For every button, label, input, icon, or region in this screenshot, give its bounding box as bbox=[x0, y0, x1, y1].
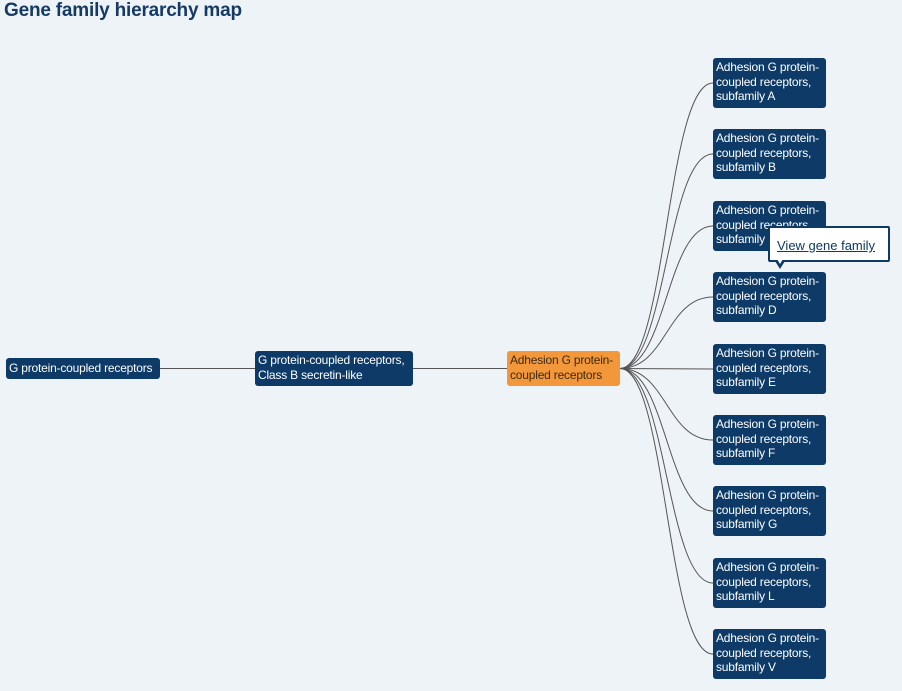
edge-selected-subfamily bbox=[619, 225, 714, 369]
node-selected-label: Adhesion G protein-coupled receptors bbox=[510, 353, 613, 382]
edge-selected-subfamily bbox=[619, 153, 714, 369]
page-title: Gene family hierarchy map bbox=[4, 0, 242, 21]
node-subfamily[interactable]: Adhesion G protein-coupled receptors, su… bbox=[713, 272, 826, 322]
view-gene-family-tooltip: View gene family bbox=[768, 226, 890, 262]
node-subfamily[interactable]: Adhesion G protein-coupled receptors, su… bbox=[713, 129, 826, 179]
node-subfamily[interactable]: Adhesion G protein-coupled receptors, su… bbox=[713, 415, 826, 465]
node-subfamily-label: Adhesion G protein-coupled receptors, su… bbox=[716, 488, 819, 531]
tooltip-pointer-icon bbox=[775, 261, 785, 269]
view-gene-family-link[interactable]: View gene family bbox=[777, 238, 876, 253]
node-subfamily-label: Adhesion G protein-coupled receptors, su… bbox=[716, 60, 819, 103]
node-subfamily[interactable]: Adhesion G protein-coupled receptors, su… bbox=[713, 558, 826, 608]
node-selected[interactable]: Adhesion G protein-coupled receptors bbox=[507, 351, 620, 386]
edge-selected-subfamily bbox=[619, 368, 714, 370]
node-subfamily[interactable]: Adhesion G protein-coupled receptors, su… bbox=[713, 58, 826, 108]
edge-selected-subfamily bbox=[619, 296, 714, 369]
node-class-b-label: G protein-coupled receptors, Class B sec… bbox=[258, 353, 405, 382]
edge-selected-subfamily bbox=[619, 368, 714, 655]
node-subfamily-label: Adhesion G protein-coupled receptors, su… bbox=[716, 417, 819, 460]
node-subfamily[interactable]: Adhesion G protein-coupled receptors, su… bbox=[713, 629, 826, 679]
node-root[interactable]: G protein-coupled receptors bbox=[6, 358, 160, 379]
node-root-label: G protein-coupled receptors bbox=[9, 361, 153, 375]
node-class-b[interactable]: G protein-coupled receptors, Class B sec… bbox=[255, 351, 413, 386]
node-subfamily[interactable]: Adhesion G protein-coupled receptors, su… bbox=[713, 344, 826, 394]
edge-selected-subfamily bbox=[619, 368, 714, 584]
node-subfamily-label: Adhesion G protein-coupled receptors, su… bbox=[716, 631, 819, 674]
node-subfamily-label: Adhesion G protein-coupled receptors, su… bbox=[716, 346, 819, 389]
tooltip-pointer-inner-icon bbox=[777, 259, 783, 264]
node-subfamily-label: Adhesion G protein-coupled receptors, su… bbox=[716, 560, 819, 603]
edge-selected-subfamily bbox=[619, 82, 714, 369]
edge-selected-subfamily bbox=[619, 368, 714, 512]
node-subfamily-label: Adhesion G protein-coupled receptors, su… bbox=[716, 274, 819, 317]
node-subfamily[interactable]: Adhesion G protein-coupled receptors, su… bbox=[713, 486, 826, 536]
edge-selected-subfamily bbox=[619, 368, 714, 441]
node-subfamily-label: Adhesion G protein-coupled receptors, su… bbox=[716, 131, 819, 174]
